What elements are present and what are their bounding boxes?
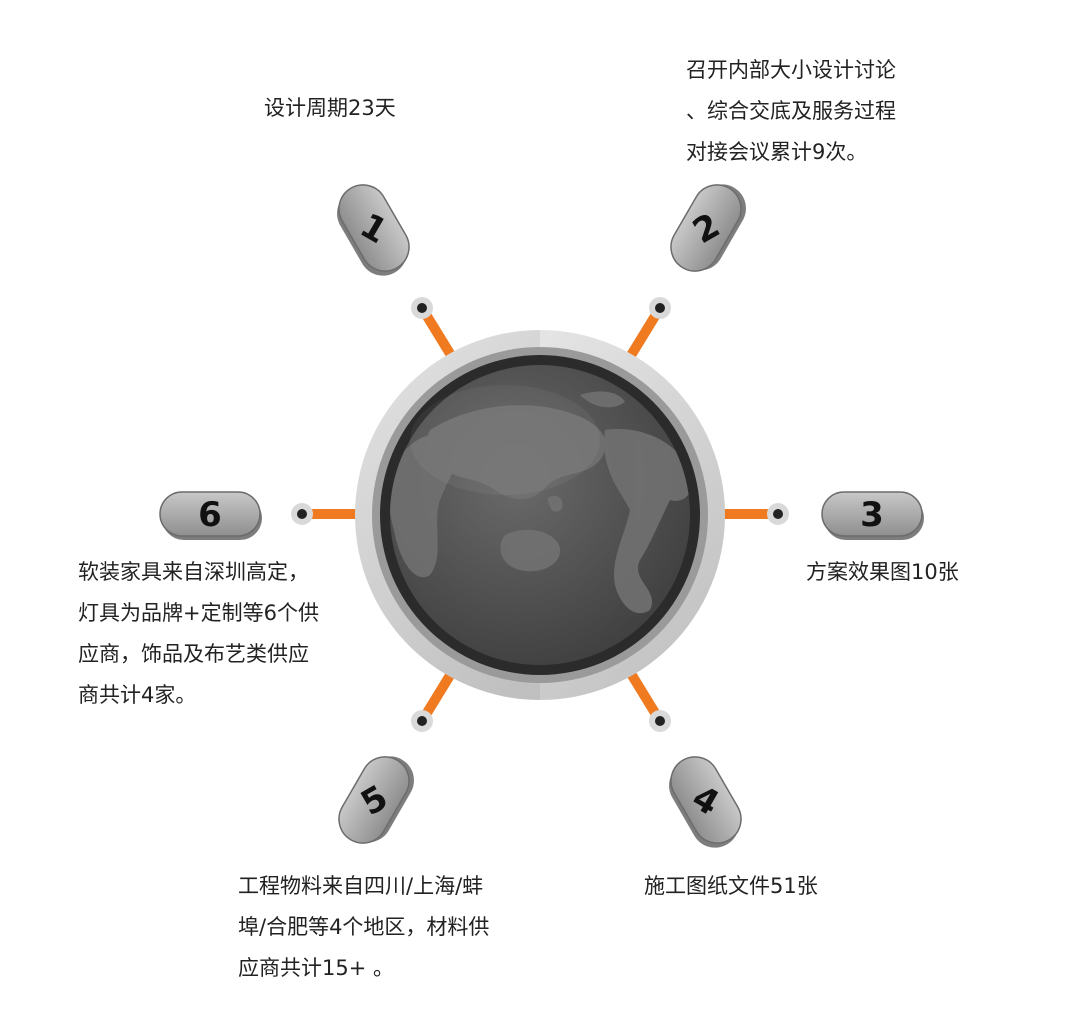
step-pill-6: 6 [159,491,262,540]
step-pill-4: 4 [669,756,742,848]
step-pill-3: 3 [821,491,924,540]
globe-highlight [410,385,600,495]
step-pill-1: 1 [337,184,410,276]
caption-line: 、综合交底及服务过程 [686,99,896,123]
caption-line: 设计周期23天 [264,96,396,120]
caption-line: 施工图纸文件51张 [644,874,818,898]
step-pill-5: 5 [338,756,414,844]
step-caption-1: 设计周期23天 [264,88,396,129]
caption-line: 方案效果图10张 [806,560,959,584]
step-pill-2: 2 [670,184,746,272]
caption-line: 召开内部大小设计讨论 [686,58,896,82]
step-caption-2: 召开内部大小设计讨论 、综合交底及服务过程 对接会议累计9次。 [686,50,896,173]
caption-line: 应商，饰品及布艺类供应 [78,642,309,666]
caption-line: 应商共计15+ 。 [238,956,394,980]
step-caption-4: 施工图纸文件51张 [644,866,818,907]
step-number-3: 3 [860,495,884,535]
step-number-6: 6 [198,495,222,535]
step-caption-3: 方案效果图10张 [806,552,959,593]
caption-line: 软装家具来自深圳高定， [78,560,309,584]
dot-5-core [417,716,427,726]
world-map-land [390,391,690,614]
caption-line: 灯具为品牌+定制等6个供 [78,601,319,625]
caption-line: 对接会议累计9次。 [686,140,868,164]
dot-4-core [655,716,665,726]
dot-1-core [417,303,427,313]
dot-6-core [297,509,307,519]
dot-group [291,297,789,732]
dot-2-core [655,303,665,313]
caption-line: 商共计4家。 [78,683,197,707]
caption-line: 工程物料来自四川/上海/蚌 [238,874,484,898]
step-caption-6: 软装家具来自深圳高定， 灯具为品牌+定制等6个供 应商，饰品及布艺类供应 商共计… [78,552,319,716]
caption-line: 埠/合肥等4个地区，材料供 [238,915,490,939]
step-caption-5: 工程物料来自四川/上海/蚌 埠/合肥等4个地区，材料供 应商共计15+ 。 [238,866,489,989]
dot-3-core [773,509,783,519]
